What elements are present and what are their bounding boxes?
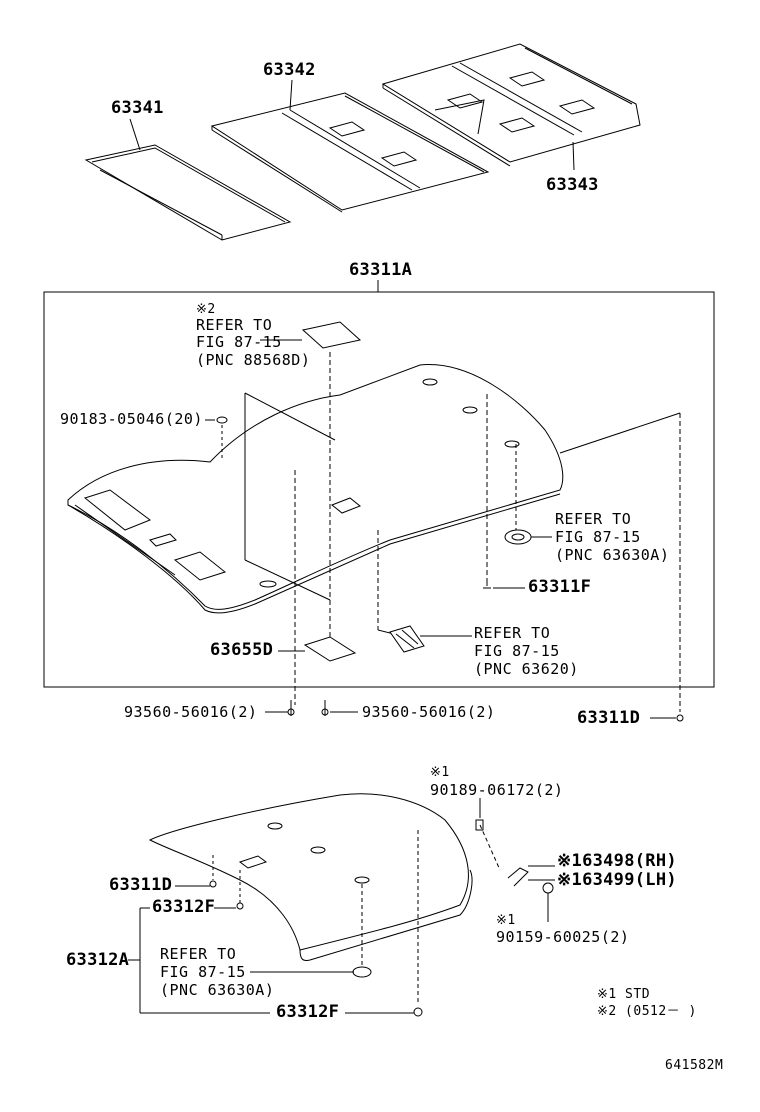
label-63655d: 63655D	[210, 640, 274, 660]
panel-63341-shape	[84, 118, 292, 241]
label-63311f: 63311F	[528, 577, 592, 597]
ref2-line3: (PNC 63630A)	[555, 546, 670, 564]
label-63312f-bottom: 63312F	[276, 1002, 340, 1022]
label-90159-mark: ※1	[496, 913, 516, 928]
headliner-63311a-shape	[67, 352, 681, 712]
label-90189: 90189-06172(2)	[430, 781, 564, 799]
ref3-line2: FIG 87-15	[474, 642, 560, 660]
ref1-mark: ※2	[196, 302, 216, 317]
label-93560-right: 93560-56016(2)	[362, 703, 496, 721]
label-63312f-top: 63312F	[152, 897, 216, 917]
note-std: ※1 STD	[597, 987, 651, 1002]
ref2-line1: REFER TO	[555, 510, 632, 528]
headliner-63312a-shape	[148, 793, 554, 1017]
part-63620-lamp	[389, 625, 425, 653]
ref4-line3: (PNC 63630A)	[160, 981, 275, 999]
label-63311d-top: 63311D	[577, 708, 641, 728]
label-63499: ※163499(LH)	[557, 870, 677, 890]
label-90159: 90159-60025(2)	[496, 928, 630, 946]
ref1-line3: (PNC 88568D)	[196, 351, 311, 369]
label-93560-left: 93560-56016(2)	[124, 703, 258, 721]
clip-symbols	[216, 416, 684, 722]
ref3-line3: (PNC 63620)	[474, 660, 579, 678]
label-63343: 63343	[546, 175, 599, 195]
ref1-line1: REFER TO	[196, 316, 273, 334]
label-63342: 63342	[263, 60, 316, 80]
ref1-line2: FIG 87-15	[196, 333, 282, 351]
box-63311a	[43, 280, 715, 688]
label-63312a: 63312A	[66, 950, 130, 970]
part-63655d-bracket	[303, 636, 357, 662]
ref4-line1: REFER TO	[160, 945, 237, 963]
ref2-line2: FIG 87-15	[555, 528, 641, 546]
panel-63342-shape	[210, 79, 490, 213]
diagram-id: 641582M	[665, 1058, 724, 1073]
label-90183: 90183-05046(20)	[60, 410, 203, 428]
label-63341: 63341	[111, 98, 164, 118]
label-63311a: 63311A	[349, 260, 413, 280]
note-date: ※2 (0512－ )	[597, 1004, 697, 1019]
ref4-line2: FIG 87-15	[160, 963, 246, 981]
panel-63343-shape	[381, 43, 641, 171]
label-90189-mark: ※1	[430, 765, 450, 780]
label-63498: ※163498(RH)	[557, 851, 677, 871]
part-88568d-pad	[301, 321, 362, 349]
leader-lines	[128, 339, 676, 1014]
ref3-line1: REFER TO	[474, 624, 551, 642]
label-63311d-bottom: 63311D	[109, 875, 173, 895]
part-63630a-lamp	[504, 529, 532, 545]
